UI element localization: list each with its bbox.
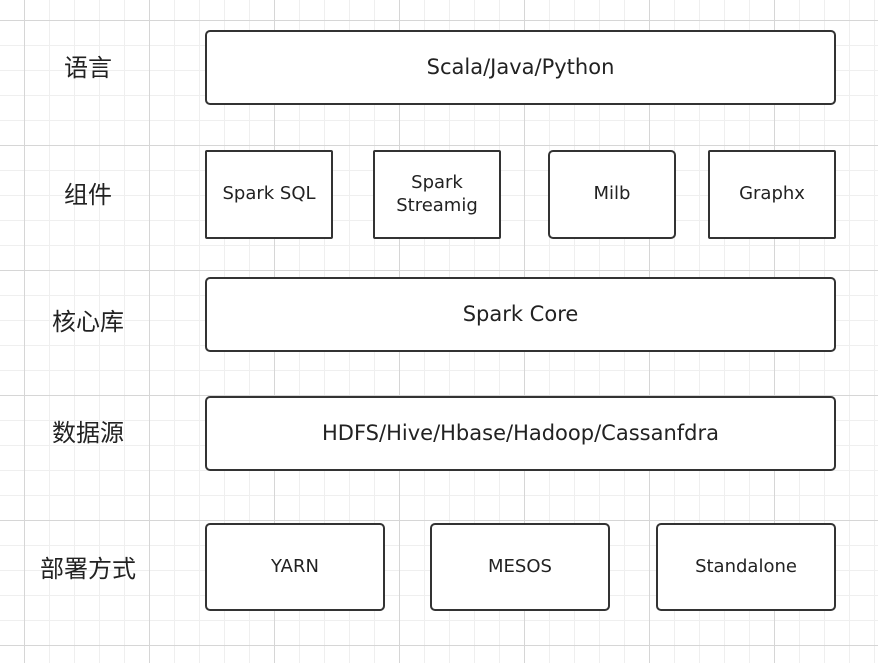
box-spark-sql[interactable]: Spark SQL [205,150,333,239]
layer-label-deployment: 部署方式 [40,555,136,583]
layer-label-datasource: 数据源 [52,419,124,447]
layer-label-core: 核心库 [52,308,124,336]
layer-label-language: 语言 [64,54,112,82]
box-graphx[interactable]: Graphx [708,150,836,239]
box-scala-java-python[interactable]: Scala/Java/Python [205,30,836,105]
layer-label-components: 组件 [64,181,112,209]
box-milb[interactable]: Milb [548,150,676,239]
box-data-sources[interactable]: HDFS/Hive/Hbase/Hadoop/Cassanfdra [205,396,836,471]
box-standalone[interactable]: Standalone [656,523,836,611]
box-spark-streaming[interactable]: Spark Streamig [373,150,501,239]
box-mesos[interactable]: MESOS [430,523,610,611]
box-spark-core[interactable]: Spark Core [205,277,836,352]
box-yarn[interactable]: YARN [205,523,385,611]
